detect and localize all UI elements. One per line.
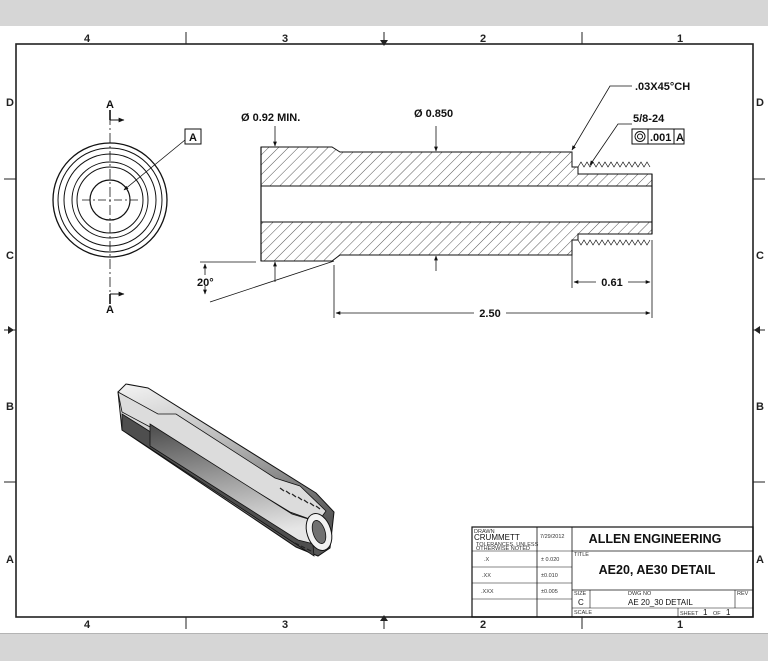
zone-col-4-top: 4 <box>84 33 91 45</box>
zone-row-c-right: C <box>756 250 764 262</box>
tol-format-xx: .XX <box>482 573 491 579</box>
of-label: OF <box>713 611 721 617</box>
tol-format-xxx: .XXX <box>481 589 494 595</box>
tol-format-x: .X <box>484 557 490 563</box>
datum-label: A <box>189 132 197 144</box>
zone-col-2-bottom: 2 <box>480 619 486 631</box>
concentricity-icon <box>634 131 646 142</box>
sheet-label: SHEET <box>680 611 699 617</box>
min-bore-dimension: Ø 0.92 MIN. <box>241 112 300 124</box>
section-label-bottom: A <box>106 304 114 316</box>
size-value: C <box>578 598 584 607</box>
tolerance-note-1: TOLERANCES, UNLESS <box>476 542 539 548</box>
tolerance-note-2: OTHERWISE NOTED <box>476 546 530 552</box>
tol-value-xx: ±0.010 <box>541 573 558 579</box>
sheet-total: 1 <box>726 608 731 617</box>
size-label: SIZE <box>574 591 587 597</box>
drawn-label: DRAWN <box>474 529 495 535</box>
drawing-date: 7/29/2012 <box>540 534 564 540</box>
drawing-sheet <box>0 26 768 633</box>
thread-length-dimension: 0.61 <box>601 277 622 289</box>
title-block <box>471 526 754 618</box>
zone-col-3-top: 3 <box>282 33 288 45</box>
end-view <box>52 110 202 304</box>
rev-label: REV <box>737 591 749 597</box>
zone-row-d-left: D <box>6 97 14 109</box>
zone-row-c-left: C <box>6 250 14 262</box>
tol-value-x: ± 0.020 <box>541 557 559 563</box>
outer-diameter-dimension: Ø 0.850 <box>414 108 453 120</box>
isometric-view <box>117 383 335 557</box>
dimension-lines <box>200 85 653 318</box>
zone-col-4-bottom: 4 <box>84 619 91 631</box>
zone-col-3-bottom: 3 <box>282 619 288 631</box>
overall-length-dimension: 2.50 <box>479 308 500 320</box>
zone-col-1-top: 1 <box>677 33 683 45</box>
zone-col-1-bottom: 1 <box>677 619 683 631</box>
section-view <box>260 146 653 262</box>
sheet-number: 1 <box>703 608 708 617</box>
dwg-no-value: AE 20_30 DETAIL <box>628 598 693 607</box>
drawn-by: CRUMMETT <box>474 533 520 542</box>
zone-col-2-top: 2 <box>480 33 486 45</box>
feature-control-frame <box>631 128 685 145</box>
zone-row-b-left: B <box>6 401 14 413</box>
thread-callout: 5/8-24 <box>633 113 665 125</box>
zone-row-a-left: A <box>6 554 14 566</box>
zone-row-b-right: B <box>756 401 764 413</box>
concentricity-tolerance: .001 <box>650 132 671 144</box>
angle-dimension: 20° <box>197 277 214 289</box>
title-label: TITLE <box>574 552 589 558</box>
scale-label: SCALE <box>574 610 592 616</box>
concentricity-datum: A <box>676 132 684 144</box>
zone-row-a-right: A <box>756 554 764 566</box>
chamfer-note: .03X45°CH <box>635 81 690 93</box>
section-label-top: A <box>106 99 114 111</box>
company-name: ALLEN ENGINEERING <box>589 532 722 546</box>
bottom-gray-band <box>0 633 768 661</box>
tol-value-xxx: ±0.005 <box>541 589 558 595</box>
zone-row-d-right: D <box>756 97 764 109</box>
drawing-title: AE20, AE30 DETAIL <box>599 563 716 577</box>
dwg-no-label: DWG NO <box>628 591 652 597</box>
